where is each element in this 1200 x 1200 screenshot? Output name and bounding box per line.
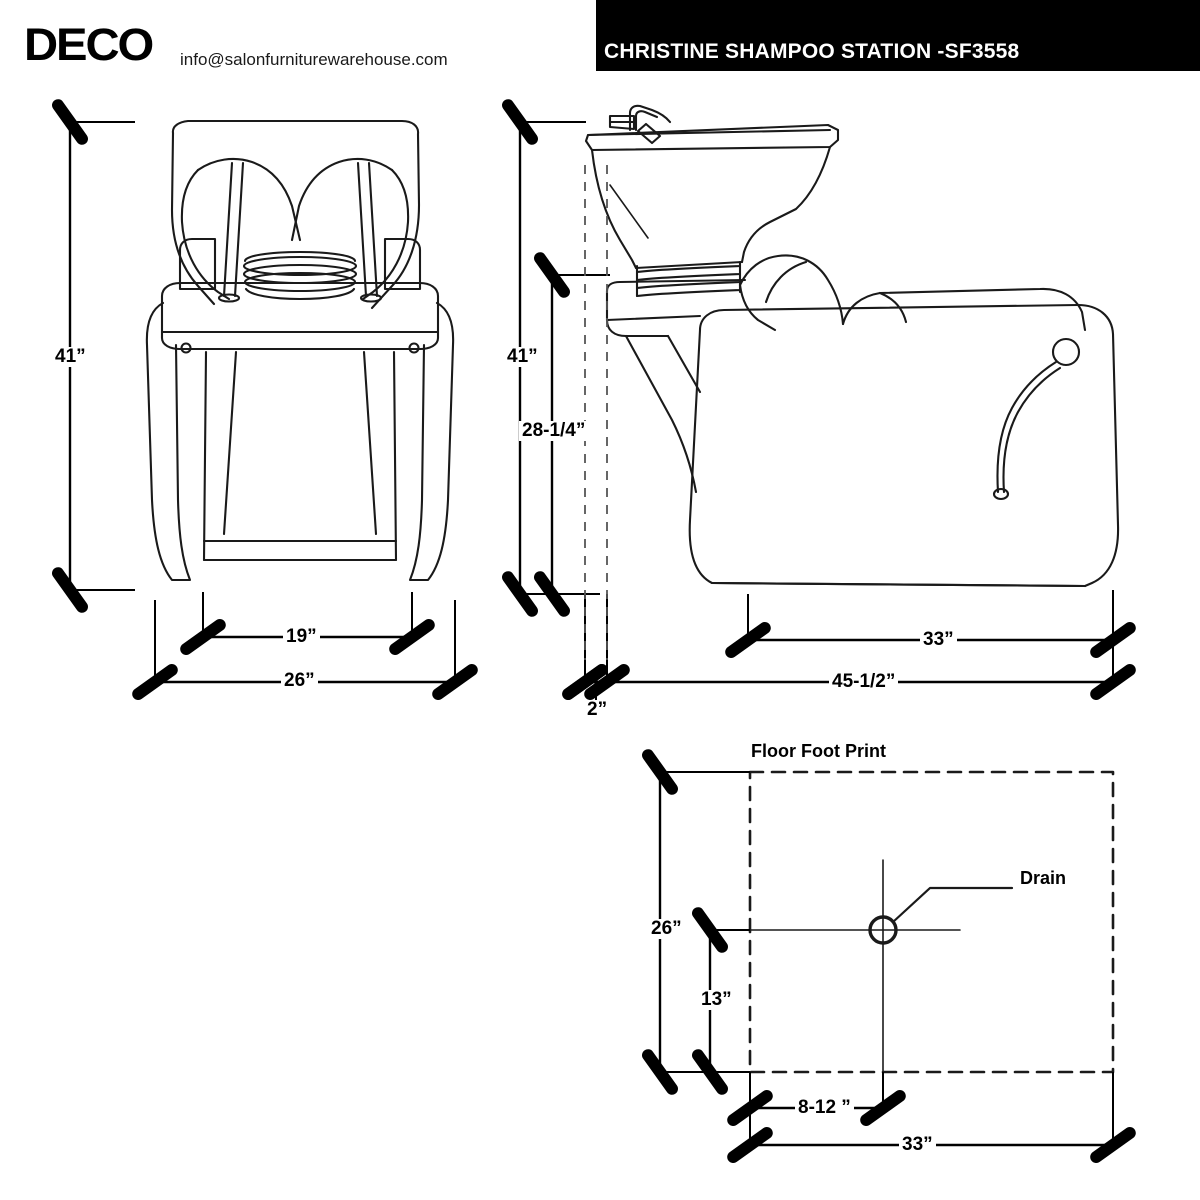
dim-side-bowl-height: 28-1/4” [519, 421, 589, 441]
dim-front-inner-width: 19” [283, 627, 320, 647]
front-view-drawing [145, 119, 455, 582]
dim-footprint-drain-x: 8-12 ” [795, 1098, 854, 1118]
dim-footprint-depth: 26” [648, 919, 685, 939]
drain-leader [891, 886, 1014, 924]
footprint-title: Floor Foot Print [749, 741, 888, 762]
deco-logo: DECO [24, 19, 154, 70]
header-bar [596, 0, 1200, 71]
side-view-drawing [584, 104, 1120, 588]
dim-footprint-width: 33” [899, 1135, 936, 1155]
dim-side-height: 41” [504, 347, 541, 367]
dim-side-seat-depth: 33” [920, 630, 957, 650]
page-title: CHRISTINE SHAMPOO STATION -SF3558 [604, 40, 1020, 63]
drain-label: Drain [1018, 868, 1069, 889]
side-reference-lines [584, 165, 608, 660]
dim-side-bowl-offset: 2” [584, 700, 611, 720]
drain-symbol [868, 915, 898, 945]
footprint-drain-crosshair [749, 859, 961, 1073]
footprint-box [748, 770, 1115, 1074]
dim-front-overall-width: 26” [281, 671, 318, 691]
dim-front-height: 41” [52, 347, 89, 367]
dim-side-overall-depth: 45-1/2” [829, 672, 899, 692]
contact-email: info@salonfurniturewarehouse.com [180, 50, 448, 69]
dim-footprint-drain-y: 13” [698, 990, 735, 1010]
